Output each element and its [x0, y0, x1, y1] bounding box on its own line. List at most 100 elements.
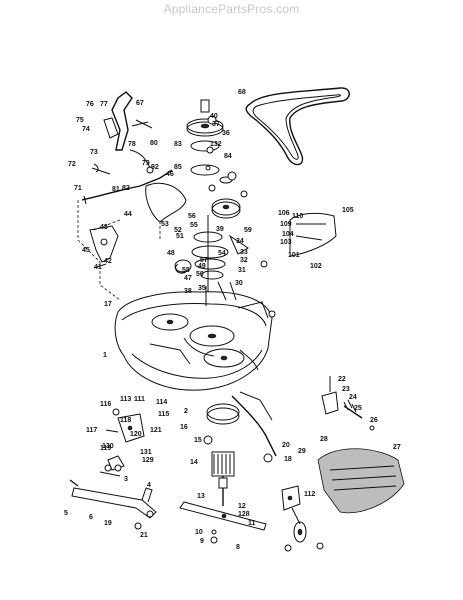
callout-59: 59: [244, 227, 252, 234]
callout-20: 20: [282, 442, 290, 449]
chute-bracket: [321, 376, 363, 419]
callout-48: 48: [167, 250, 175, 257]
callout-115: 115: [158, 411, 169, 418]
callout-75: 75: [76, 117, 84, 124]
callout-56: 56: [188, 213, 196, 220]
callout-38: 38: [184, 288, 192, 295]
callout-114: 114: [156, 399, 167, 406]
callout-117: 117: [86, 427, 97, 434]
callout-26: 26: [370, 417, 378, 424]
callout-84: 84: [224, 153, 232, 160]
misc-hardware: [104, 115, 375, 552]
callout-58: 58: [182, 267, 190, 274]
callout-39: 39: [216, 226, 224, 233]
callout-106: 106: [278, 210, 290, 217]
callout-33: 33: [240, 249, 248, 256]
deck-supports: [205, 281, 237, 306]
callout-18: 18: [284, 456, 292, 463]
callout-109: 109: [280, 221, 292, 228]
callout-82: 82: [122, 185, 130, 192]
callout-1: 1: [103, 352, 107, 359]
callout-37: 37: [212, 121, 220, 128]
callout-71: 71: [74, 185, 82, 192]
callout-105: 105: [342, 207, 354, 214]
callout-57: 57: [200, 257, 208, 264]
callout-110: 110: [292, 213, 303, 220]
callout-32: 32: [240, 257, 248, 264]
callout-121: 121: [150, 427, 162, 434]
callout-9: 9: [200, 538, 204, 545]
callout-52: 52: [174, 227, 182, 234]
discharge-chute: [317, 448, 405, 514]
callout-128: 128: [238, 511, 250, 518]
belt-guard: [145, 182, 187, 223]
callout-40: 40: [210, 113, 218, 120]
front-bracket: [69, 479, 157, 519]
callout-13: 13: [197, 493, 205, 500]
callout-2: 2: [184, 408, 188, 415]
callout-118: 118: [120, 417, 131, 424]
callout-54: 54: [218, 250, 226, 257]
lift-bracket: [89, 225, 119, 269]
callout-16: 16: [180, 424, 188, 431]
callout-25: 25: [354, 405, 362, 412]
callout-83: 83: [174, 141, 182, 148]
callout-45: 45: [82, 247, 90, 254]
callout-130: 130: [102, 443, 114, 450]
lift-linkage: [81, 91, 173, 205]
callout-28: 28: [320, 436, 328, 443]
callout-112: 112: [304, 491, 315, 498]
callout-11: 11: [248, 520, 256, 527]
callout-131: 131: [140, 449, 152, 456]
callout-72: 72: [68, 161, 76, 168]
callout-8: 8: [236, 544, 240, 551]
callout-103: 103: [280, 239, 292, 246]
callout-78: 78: [128, 141, 136, 148]
callout-50: 50: [196, 271, 204, 278]
callout-22: 22: [338, 376, 346, 383]
callout-10: 10: [195, 529, 203, 536]
callout-17: 17: [104, 301, 112, 308]
callout-120: 120: [130, 431, 142, 438]
callout-5: 5: [64, 510, 68, 517]
callout-23: 23: [342, 386, 350, 393]
callout-36: 36: [222, 130, 230, 137]
deck-wheel-mount: [99, 455, 125, 477]
callout-73: 73: [90, 149, 98, 156]
callout-53: 53: [161, 221, 169, 228]
callout-49: 49: [198, 263, 206, 270]
mower-blade: [179, 501, 267, 531]
v-belt: [245, 87, 350, 166]
callout-31: 31: [238, 267, 246, 274]
callout-34: 34: [236, 238, 244, 245]
callout-129: 129: [142, 457, 154, 464]
callout-44: 44: [124, 211, 132, 218]
callout-4: 4: [147, 482, 151, 489]
center-pulley-stack: [174, 215, 249, 300]
callout-15: 15: [194, 437, 202, 444]
deck-hanger: [105, 408, 145, 443]
callout-12: 12: [238, 503, 246, 510]
callout-113: 113: [120, 396, 131, 403]
callout-79: 79: [142, 160, 150, 167]
anti-scalp-wheel: [281, 485, 307, 543]
callout-80: 80: [150, 140, 158, 147]
callout-24: 24: [349, 394, 357, 401]
callout-30: 30: [235, 280, 243, 287]
right-idler-pulley: [211, 176, 241, 219]
mower-deck: [114, 291, 273, 391]
lift-rod: [231, 391, 277, 463]
callout-55: 55: [190, 222, 198, 229]
callout-14: 14: [190, 459, 198, 466]
callout-104: 104: [282, 231, 294, 238]
callout-27: 27: [393, 444, 401, 451]
callout-68: 68: [238, 89, 246, 96]
callout-35: 35: [198, 285, 206, 292]
callout-46: 46: [166, 171, 174, 178]
callout-67: 67: [136, 100, 144, 107]
watermark: AppliancePartsPros.com: [163, 2, 300, 16]
callout-119: 119: [100, 445, 111, 452]
callout-47: 47: [184, 275, 192, 282]
side-shield: [289, 212, 337, 257]
